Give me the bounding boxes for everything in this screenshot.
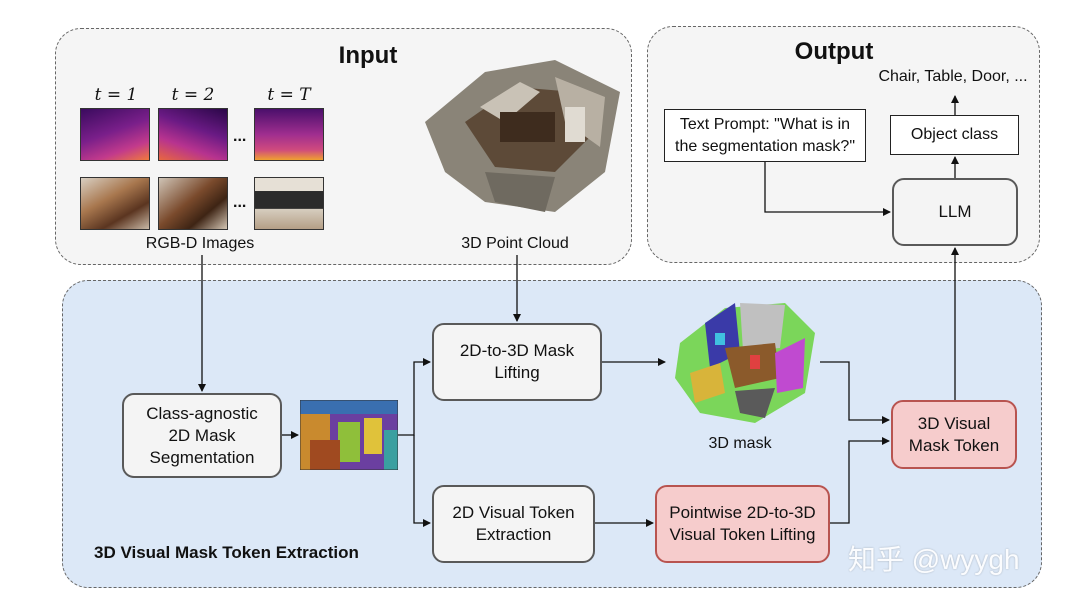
time-label-T: t = T (267, 85, 311, 105)
rgb-image-1 (80, 177, 150, 230)
point-cloud-image (425, 60, 620, 212)
rgb-image-2 (158, 177, 228, 230)
watermark: 知乎 @wyygh (848, 544, 1020, 575)
ellipsis-rgb: ... (233, 194, 247, 211)
text-prompt-box: Text Prompt: "What is in the segmentatio… (664, 109, 866, 162)
time-label-1: t = 1 (94, 85, 138, 105)
mask-lifting-box: 2D-to-3D Mask Lifting (432, 323, 602, 401)
object-class-box: Object class (890, 115, 1019, 155)
rgbd-images-label: RGB-D Images (145, 235, 255, 252)
input-title: Input (338, 42, 398, 69)
3d-mask-label: 3D mask (708, 435, 772, 452)
segmented-image (300, 400, 398, 470)
time-label-2: t = 2 (171, 85, 215, 105)
pointwise-lifting-box: Pointwise 2D-to-3D Visual Token Lifting (655, 485, 830, 563)
ellipsis-depth: ... (233, 128, 247, 145)
depth-image-1 (80, 108, 150, 161)
segmentation-box: Class-agnostic 2D Mask Segmentation (122, 393, 282, 478)
token-extraction-box: 2D Visual Token Extraction (432, 485, 595, 563)
3d-mask-image (675, 303, 815, 423)
llm-box: LLM (892, 178, 1018, 246)
extraction-title: 3D Visual Mask Token Extraction (94, 543, 359, 562)
depth-image-2 (158, 108, 228, 161)
depth-image-T (254, 108, 324, 161)
mask-token-box: 3D Visual Mask Token (891, 400, 1017, 469)
rgb-image-T (254, 177, 324, 230)
output-classes: Chair, Table, Door, ... (878, 68, 1028, 85)
output-title: Output (794, 38, 874, 65)
point-cloud-label: 3D Point Cloud (461, 235, 569, 252)
